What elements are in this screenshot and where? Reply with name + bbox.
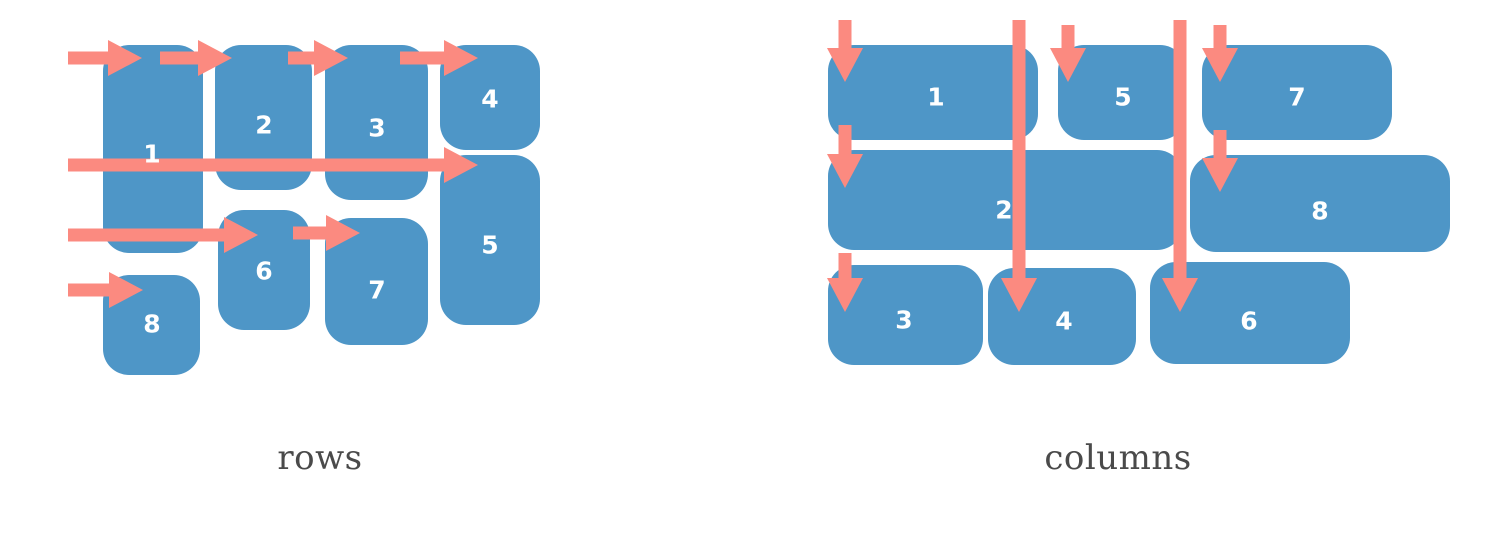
rows-box-8[interactable] [103,275,200,375]
columns-box-8[interactable] [1190,155,1450,252]
rows-box-4[interactable] [440,45,540,150]
columns-box-5[interactable] [1058,45,1186,140]
columns-box-1[interactable] [828,45,1038,140]
rows-box-2[interactable] [215,45,312,190]
rows-box-1[interactable] [103,45,203,253]
rows-box-6[interactable] [218,210,310,330]
caption-columns: columns [1044,438,1192,478]
columns-box-7[interactable] [1202,45,1392,140]
caption-rows: rows [277,438,363,478]
columns-box-4[interactable] [988,268,1136,365]
rows-box-3[interactable] [325,45,428,200]
columns-box-6[interactable] [1150,262,1350,364]
columns-box-3[interactable] [828,265,983,365]
rows-box-5[interactable] [440,155,540,325]
rows-box-7[interactable] [325,218,428,345]
columns-box-2[interactable] [828,150,1183,250]
